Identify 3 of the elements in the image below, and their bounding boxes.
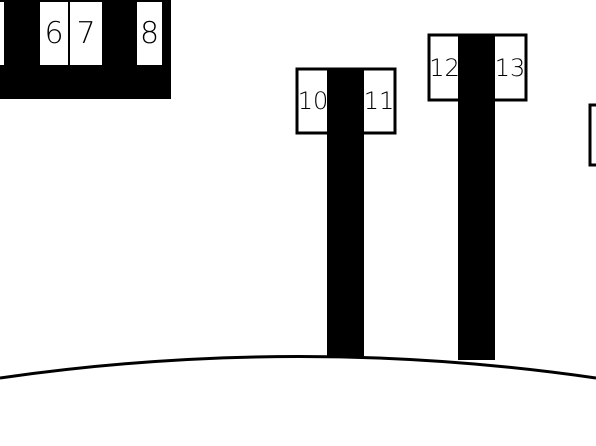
callout-number: 6 [40,2,68,65]
callout-number: 7 [70,2,102,65]
callout-number: 8 [137,2,162,65]
